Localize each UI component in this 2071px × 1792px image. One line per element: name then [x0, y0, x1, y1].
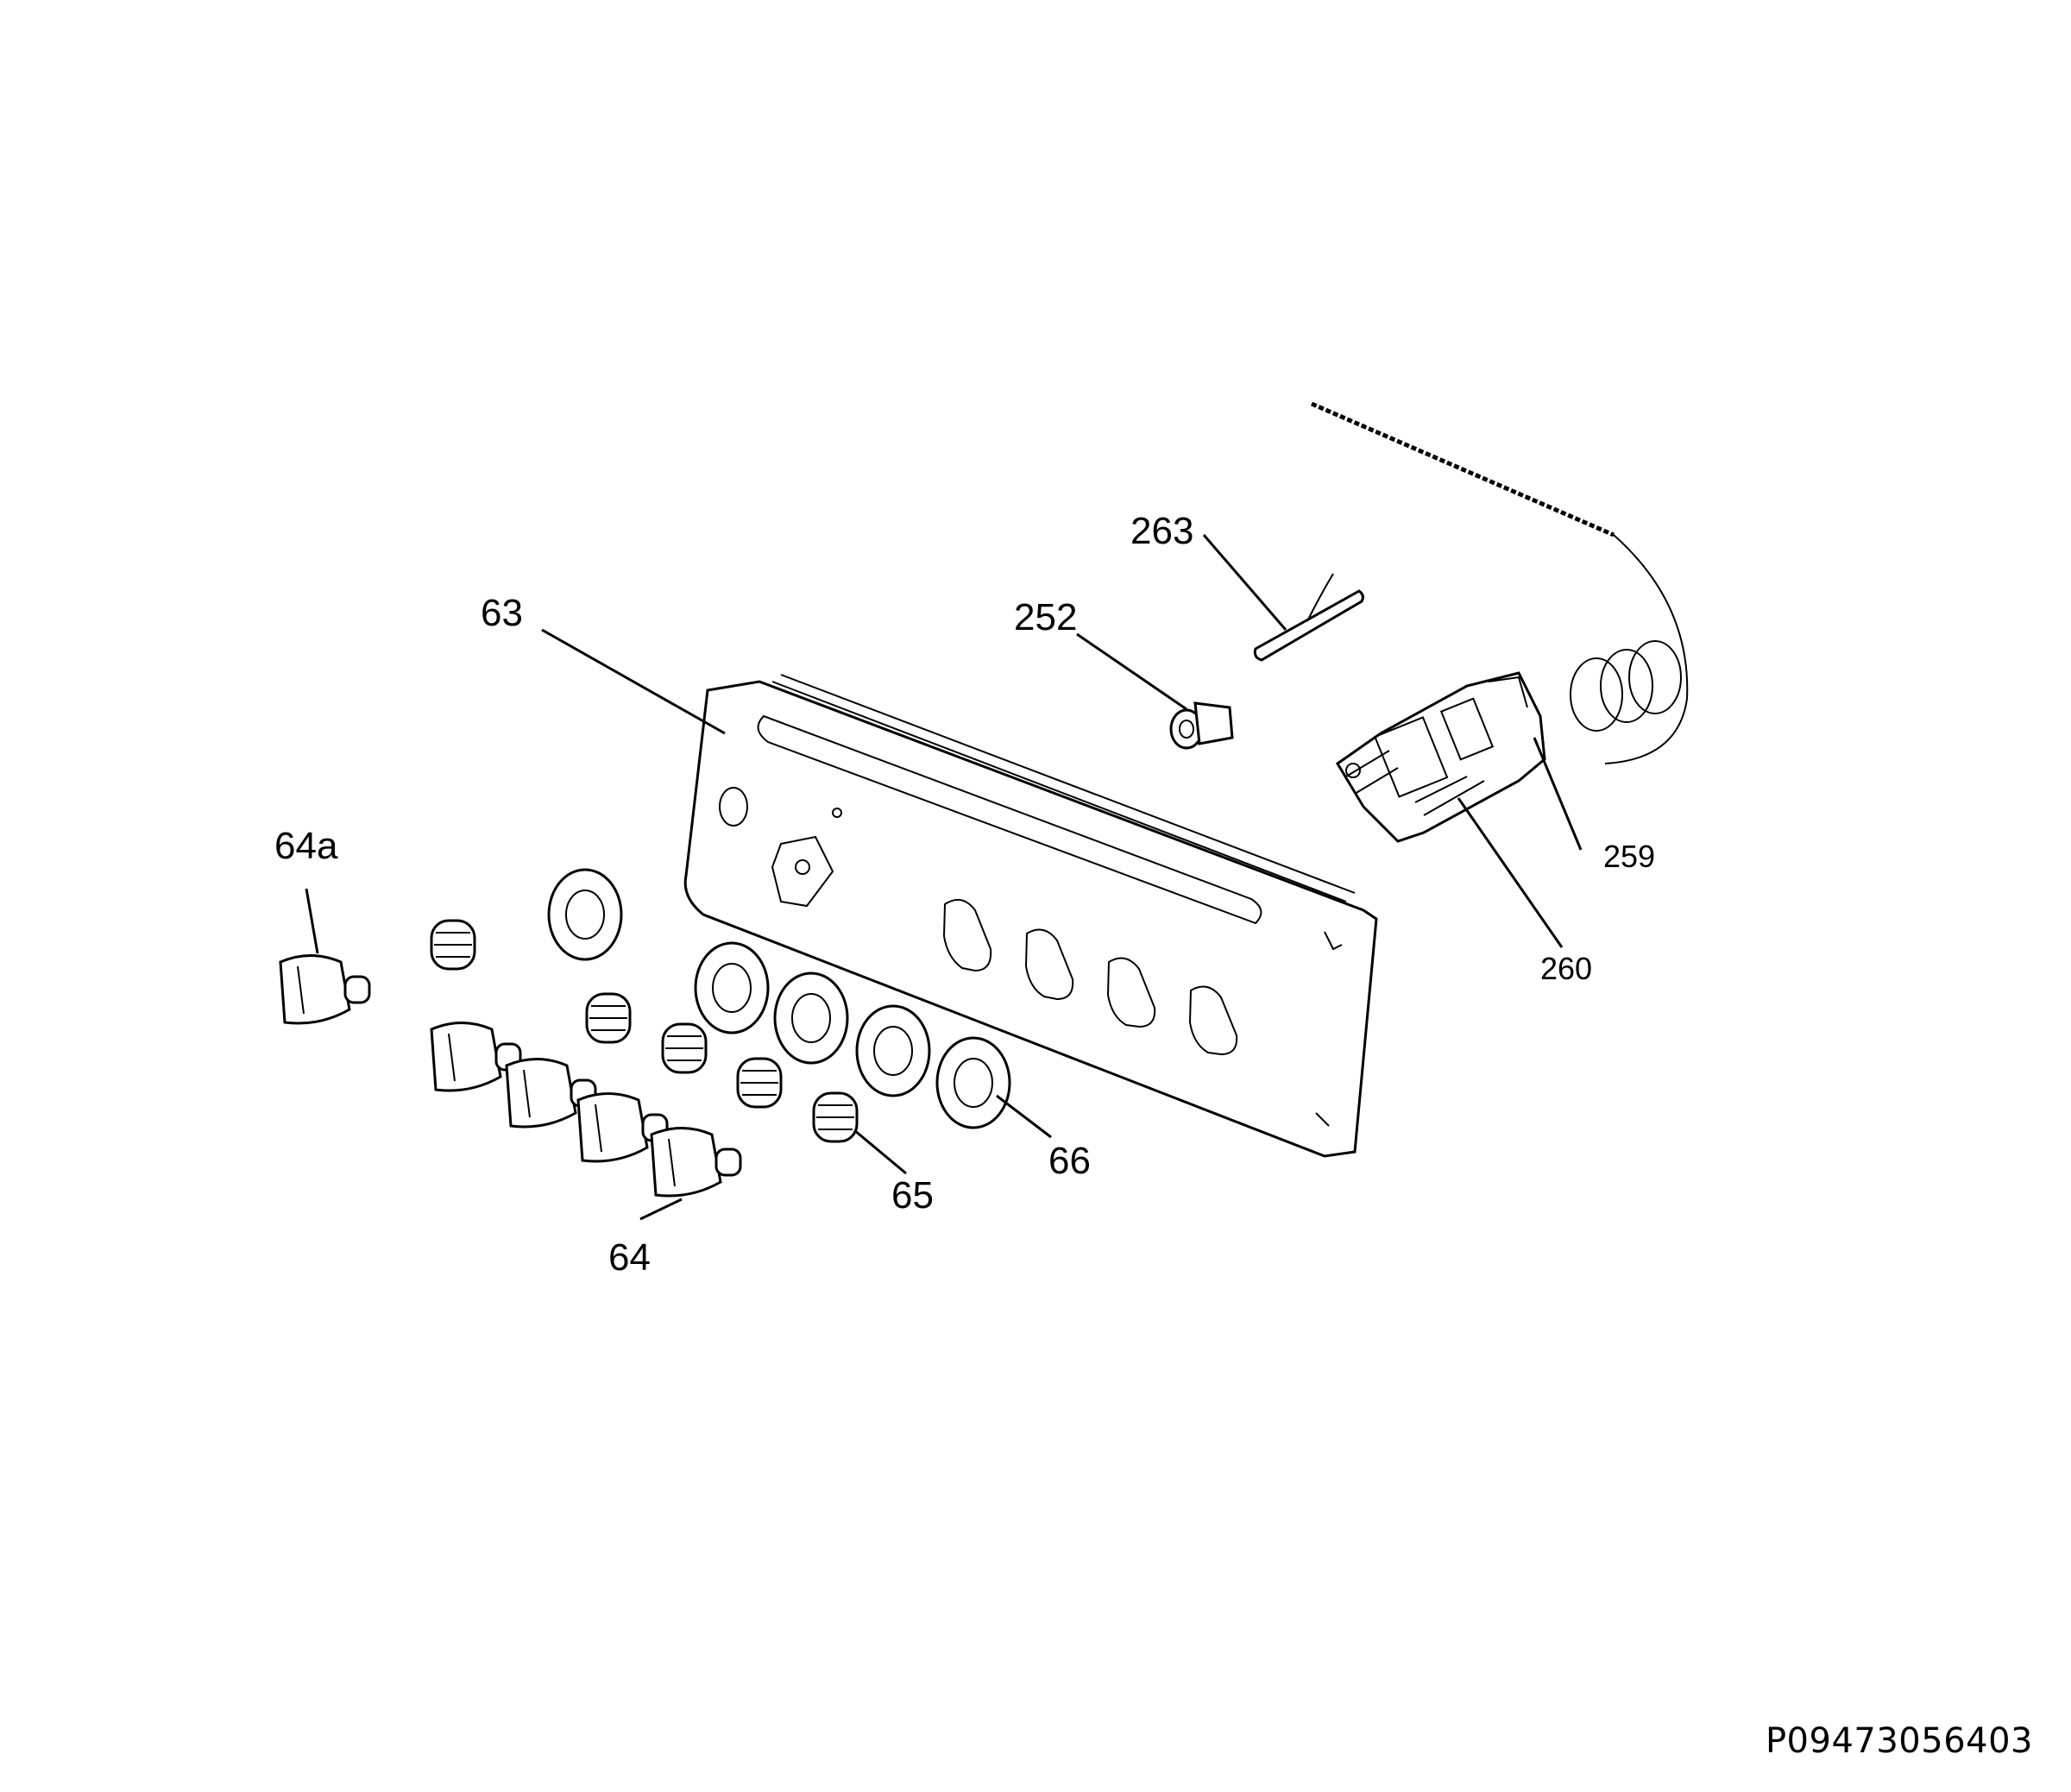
- leader-66: [996, 1094, 1052, 1139]
- leader-64: [639, 1198, 683, 1221]
- leader-260: [1457, 797, 1564, 948]
- label-64: 64: [608, 1236, 651, 1279]
- label-66: 66: [1048, 1140, 1091, 1182]
- leader-64a: [305, 888, 319, 954]
- label-259: 259: [1603, 839, 1655, 874]
- label-260: 260: [1540, 951, 1592, 986]
- indicator-lamp-252: [1169, 701, 1234, 750]
- leader-263: [1202, 534, 1287, 631]
- label-64a: 64a: [274, 825, 338, 867]
- document-code: P09473056403: [1765, 1721, 2033, 1761]
- sensor-rod-263: [1253, 573, 1364, 662]
- selector-switch-259-260: [1335, 671, 1546, 843]
- label-263: 263: [1130, 510, 1193, 552]
- knobs-64: [279, 954, 742, 1198]
- leader-63: [541, 628, 726, 735]
- label-63: 63: [481, 592, 523, 634]
- leader-65: [853, 1129, 907, 1175]
- label-252: 252: [1014, 596, 1077, 638]
- leader-252: [1076, 632, 1187, 711]
- leader-259: [1533, 737, 1583, 851]
- wire-harness: [1311, 401, 1689, 764]
- bezel-rings-66: [547, 868, 1011, 1129]
- label-65: 65: [891, 1174, 934, 1217]
- springs-65: [430, 919, 859, 1143]
- control-panel-63: [683, 674, 1378, 1158]
